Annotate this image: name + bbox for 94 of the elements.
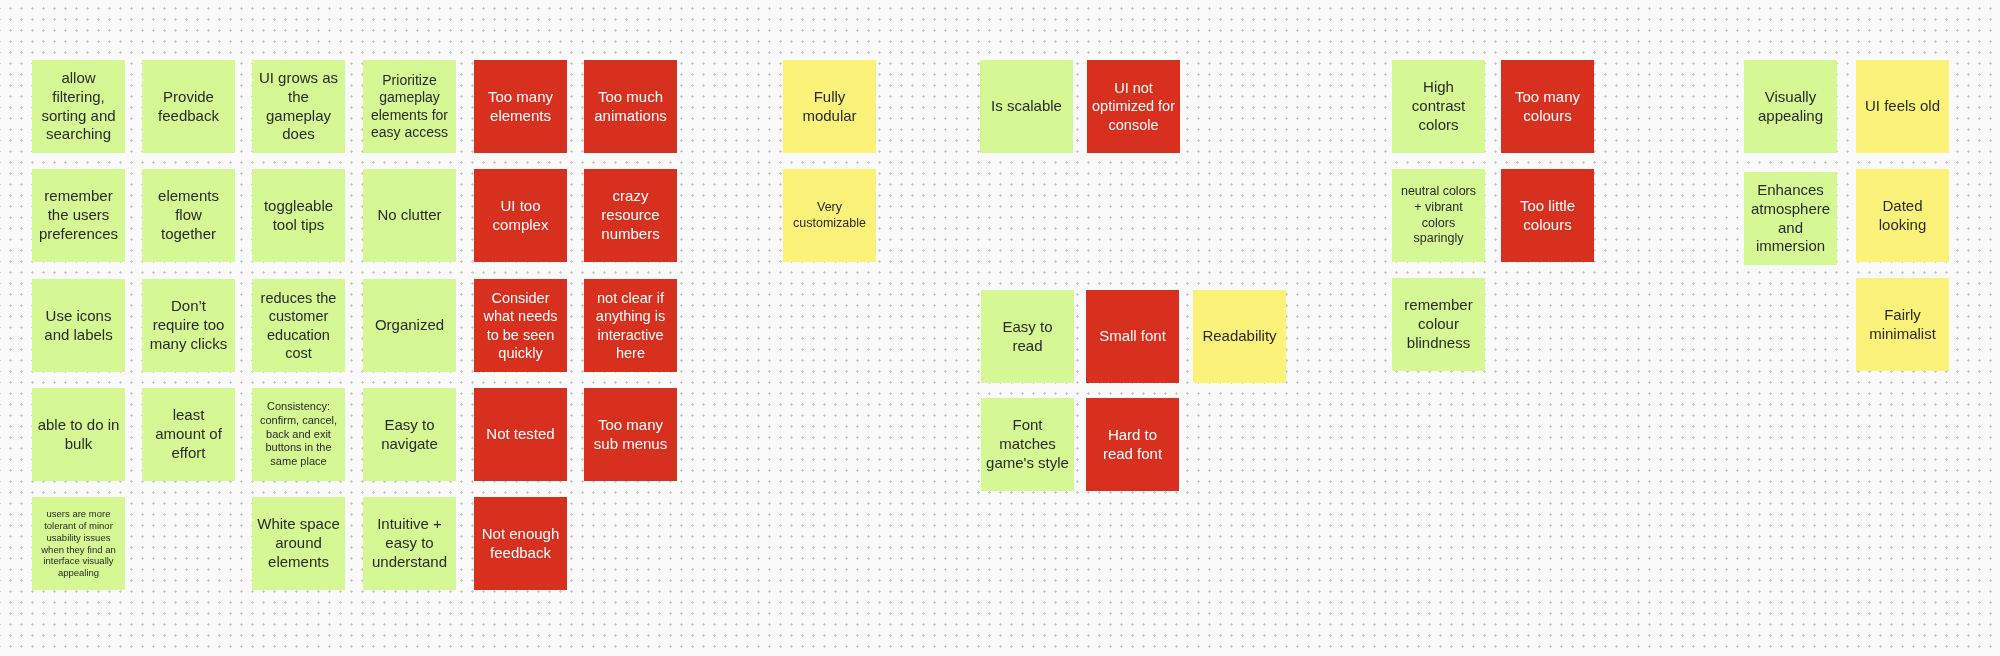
sticky-note: [584, 388, 677, 481]
sticky-note: [142, 388, 235, 481]
note-text: Hard to read font: [1101, 425, 1164, 464]
sticky-note: [474, 279, 567, 372]
sticky-note: [252, 60, 345, 153]
note-text: least amount of effort: [154, 406, 223, 463]
note-text: Too many sub menus: [592, 415, 669, 454]
note-text: No clutter: [377, 206, 442, 225]
note-text: Is scalable: [991, 97, 1062, 116]
sticky-note: [1501, 169, 1594, 262]
sticky-note: [584, 279, 677, 372]
sticky-note: [252, 497, 345, 590]
sticky-note: [32, 60, 125, 153]
sticky-note: [1856, 169, 1949, 262]
note-text: Don’t require too many clicks: [148, 297, 229, 354]
sticky-note: [252, 169, 345, 262]
sticky-note: [584, 169, 677, 262]
sticky-note: [1392, 278, 1485, 371]
sticky-note: [474, 388, 567, 481]
sticky-note: [32, 169, 125, 262]
note-text: Small font: [1099, 327, 1166, 346]
sticky-note: [363, 279, 456, 372]
sticky-note: [142, 169, 235, 262]
sticky-note: [1856, 60, 1949, 153]
sticky-note: [783, 169, 876, 262]
sticky-note: [584, 60, 677, 153]
sticky-note: [981, 398, 1074, 491]
sticky-note: [142, 279, 235, 372]
note-text: Dated looking: [1877, 196, 1928, 235]
note-text: Fairly minimalist: [1868, 305, 1937, 344]
sticky-note: [1744, 60, 1837, 153]
note-text: elements flow together: [157, 187, 220, 244]
note-text: Not enough feedback: [480, 524, 561, 563]
sticky-note: [981, 290, 1074, 383]
note-text: remember the users preferences: [37, 187, 120, 244]
sticky-note: [1392, 60, 1485, 153]
note-text: Font matches game's style: [986, 416, 1069, 473]
note-text: Visually appealing: [1756, 87, 1825, 126]
note-text: users are more tolerant of minor usability issues when they find an interface visually appealing: [40, 507, 117, 580]
note-text: Fully modular: [801, 87, 858, 126]
sticky-note: [363, 60, 456, 153]
note-text: UI feels old: [1864, 97, 1940, 116]
note-text: Intuitive + easy to understand: [370, 515, 449, 572]
note-text: remember colour blindness: [1403, 296, 1474, 353]
note-text: Use icons and labels: [43, 306, 114, 345]
sticky-note: [474, 169, 567, 262]
sticky-note: [474, 497, 567, 590]
note-text: High contrast colors: [1410, 78, 1467, 135]
note-text: Enhances atmosphere and immersion: [1749, 181, 1832, 256]
note-text: UI too complex: [491, 196, 550, 235]
sticky-note: [32, 388, 125, 481]
sticky-note: [363, 169, 456, 262]
note-text: Consistency: confirm, cancel, back and exit buttons in the same place: [259, 400, 338, 469]
sticky-note: [1744, 172, 1837, 265]
note-text: White space around elements: [257, 515, 340, 572]
sticky-note: [1501, 60, 1594, 153]
sticky-note: [1086, 290, 1179, 383]
sticky-note: [1086, 398, 1179, 491]
sticky-note: [1193, 290, 1286, 383]
note-text: Provide feedback: [157, 87, 220, 126]
note-text: Too much animations: [593, 87, 668, 126]
sticky-note: [1087, 60, 1180, 153]
note-text: Very customizable: [792, 199, 867, 232]
sticky-note: [32, 279, 125, 372]
note-text: UI not optimized for console: [1092, 79, 1175, 134]
note-text: Too many elements: [486, 87, 554, 126]
note-text: not clear if anything is interactive here: [594, 289, 667, 362]
sticky-note: [142, 60, 235, 153]
note-text: Readability: [1202, 327, 1277, 346]
note-text: Consider what needs to be seen quickly: [482, 289, 559, 362]
sticky-note: [252, 279, 345, 372]
note-text: UI grows as the gameplay does: [257, 69, 340, 144]
note-text: Prioritize gameplay elements for easy access: [369, 71, 449, 142]
note-text: Not tested: [486, 425, 555, 444]
sticky-note: [363, 497, 456, 590]
sticky-note: [783, 60, 876, 153]
note-text: Easy to read: [1001, 317, 1054, 356]
note-text: toggleable tool tips: [262, 196, 335, 235]
note-text: crazy resource numbers: [600, 187, 661, 244]
sticky-note: [1856, 278, 1949, 371]
sticky-note: [474, 60, 567, 153]
sticky-note: [32, 497, 125, 590]
sticky-note: [363, 388, 456, 481]
note-text: reduces the customer education cost: [259, 289, 338, 362]
note-text: Too little colours: [1519, 196, 1576, 235]
sticky-note: [980, 60, 1073, 153]
note-text: Easy to navigate: [380, 415, 439, 454]
note-text: allow filtering, sorting and searching: [40, 69, 117, 144]
note-text: Organized: [374, 316, 445, 335]
note-text: neutral colors + vibrant colors sparingly: [1399, 184, 1477, 247]
sticky-note: [1392, 169, 1485, 262]
sticky-note: [252, 388, 345, 481]
note-text: Too many colours: [1513, 87, 1581, 126]
note-text: able to do in bulk: [37, 415, 120, 454]
